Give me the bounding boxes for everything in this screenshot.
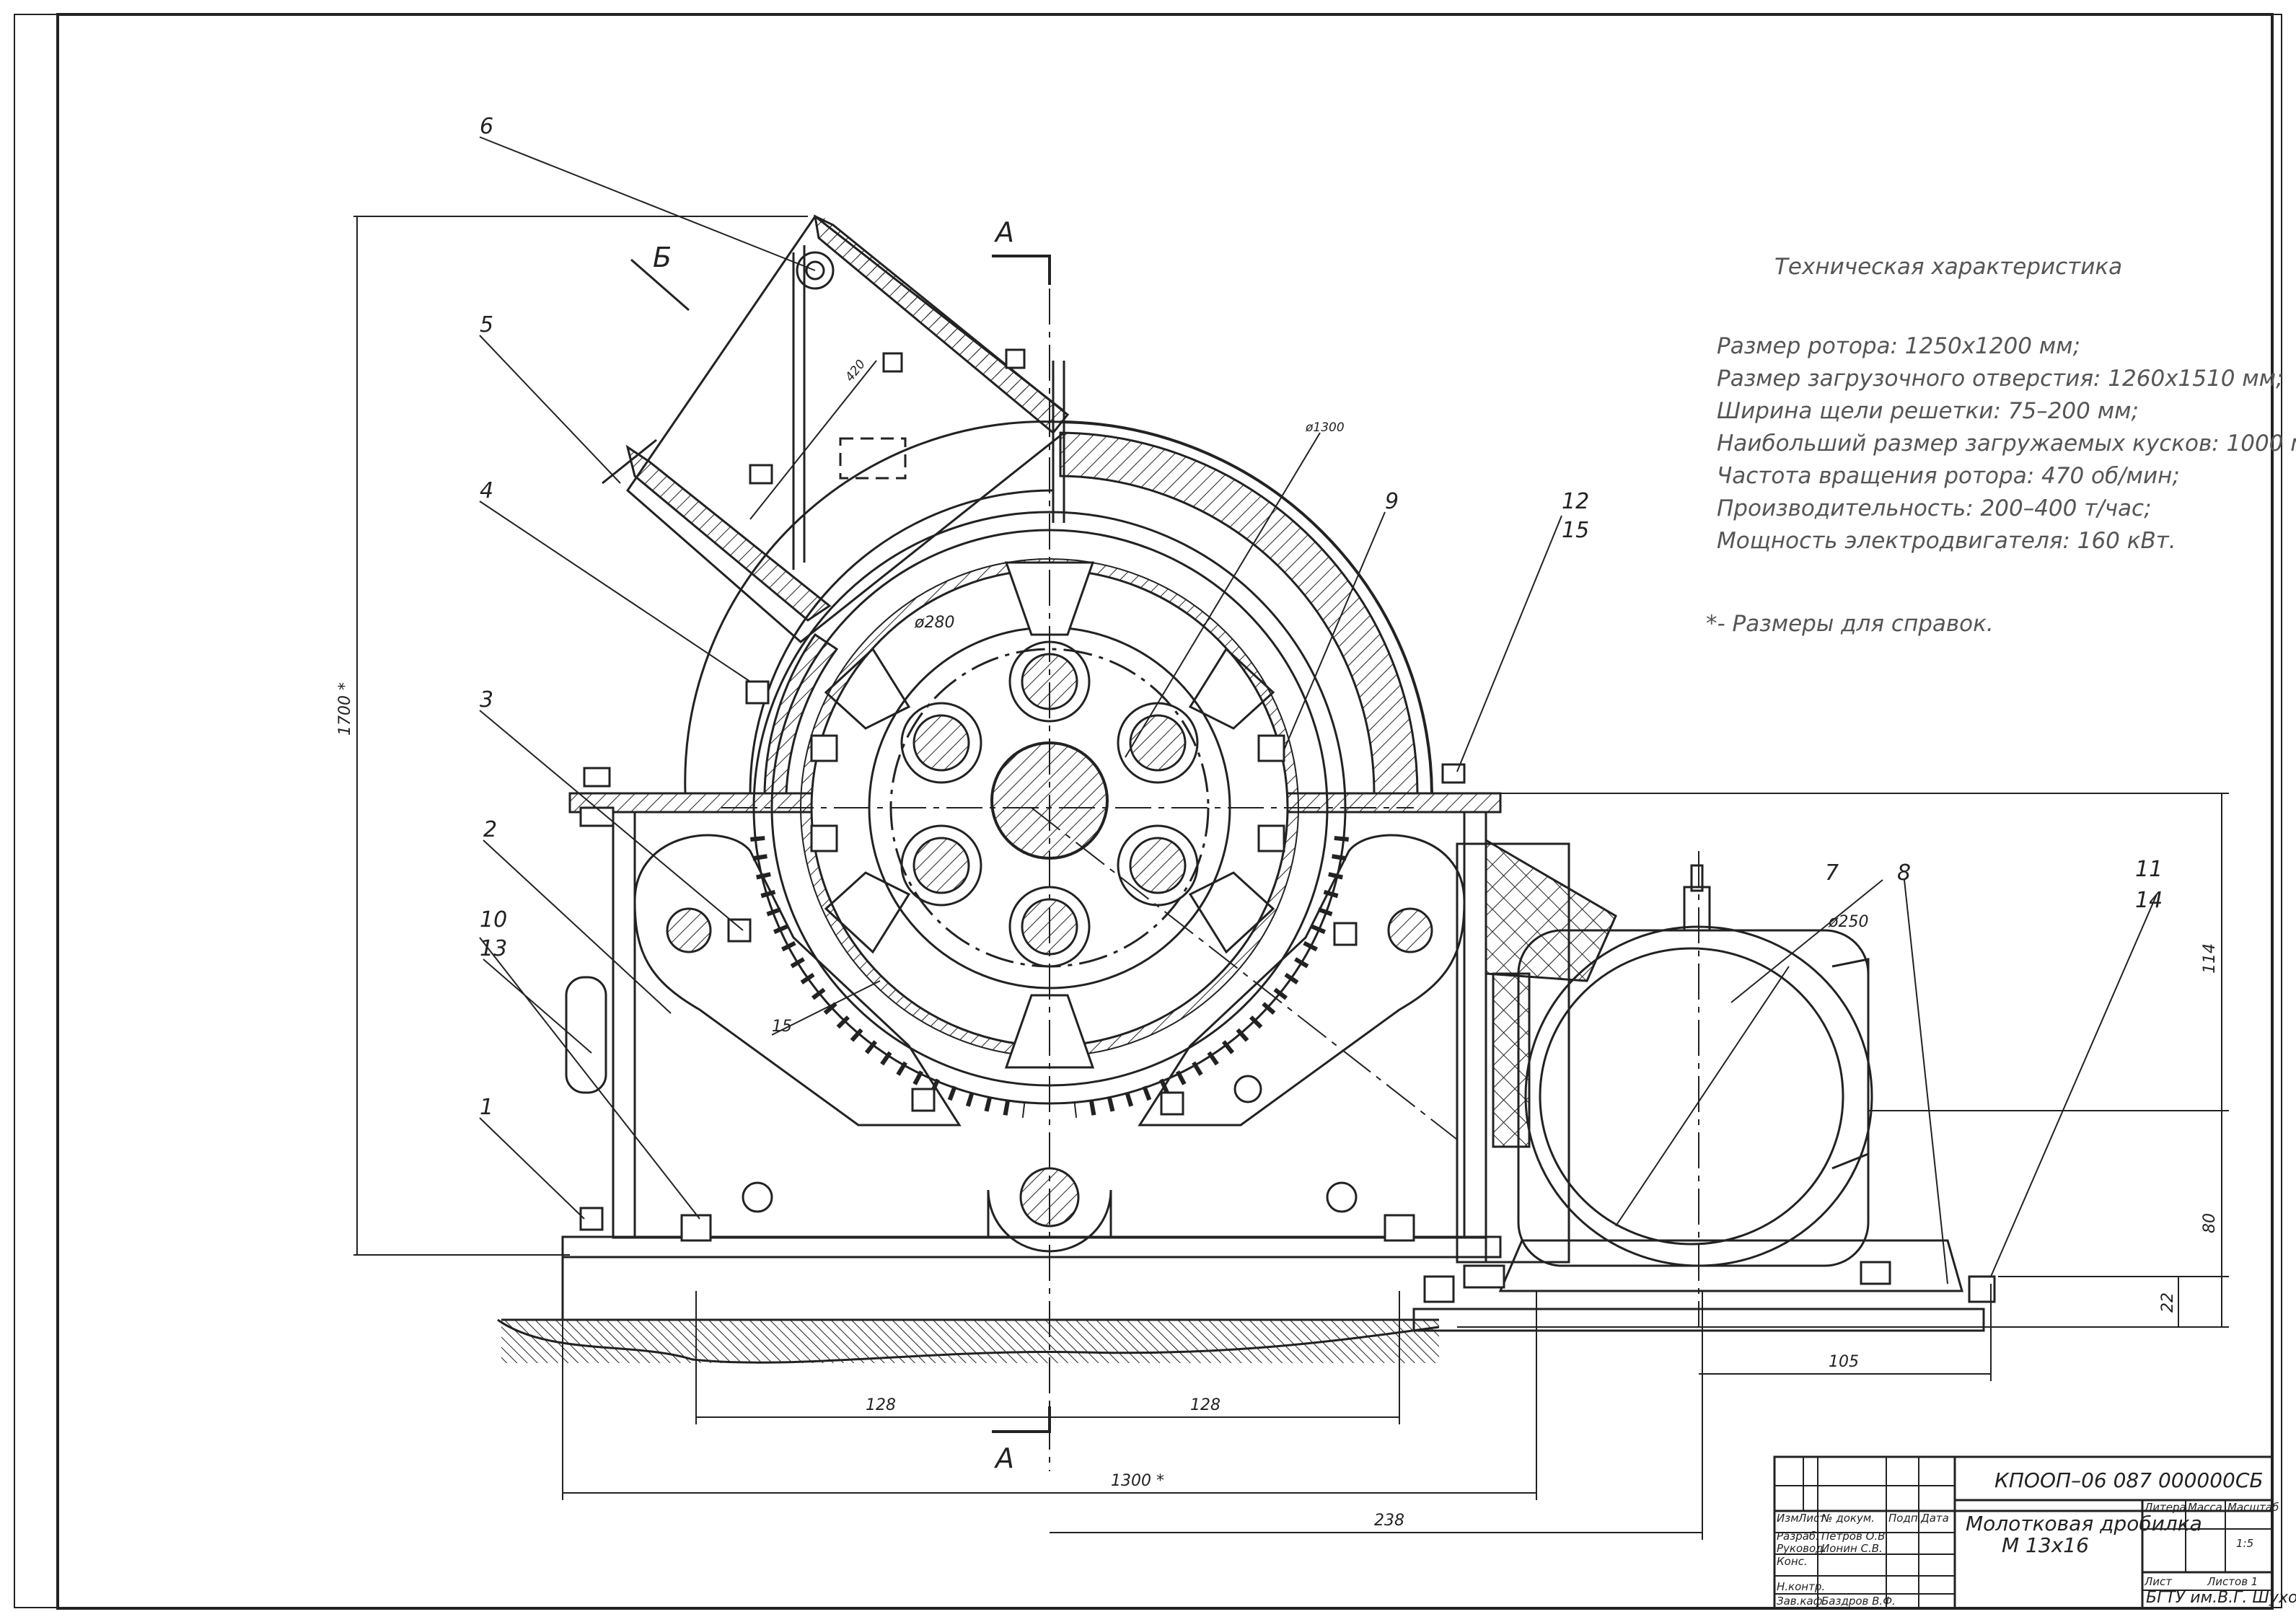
label-4: 4 [480,478,493,503]
stamp-row-konsult: Конс. [1777,1555,1808,1568]
dim-128-left: 128 [866,1396,896,1414]
label-5: 5 [480,312,493,338]
fastener-bolts [579,348,1996,1303]
dim-80: 80 [2201,1213,2219,1233]
inner-frame [56,13,2274,1610]
stamp-row-nkontr: Н.контр. [1777,1580,1825,1593]
tech-spec-1: Размер ротора: 1250х1200 мм; [1717,333,2080,359]
label-12: 12 [1562,489,1589,514]
stamp-name-zavkaf: Баздров В.Ф. [1821,1595,1896,1608]
dim-105: 105 [1829,1353,1859,1371]
leader-lines [479,136,2158,1284]
stamp-h-litera: Литера [2144,1501,2186,1514]
stamp-col-podp: Подп. [1888,1512,1921,1525]
label-2: 2 [483,817,497,842]
label-8: 8 [1897,860,1911,886]
tech-title: Техническая характеристика [1774,254,2122,280]
part-labels: 6 5 4 3 2 10 13 1 9 12 15 7 8 11 14 15 [480,114,2163,1120]
dim-238: 238 [1374,1512,1404,1530]
foundation [497,1235,1985,1364]
dim-d1300: ø1300 [1305,420,1345,435]
stamp-h-massa: Масса [2188,1501,2222,1514]
dim-1300-width: 1300 * [1111,1472,1164,1490]
stamp-name-line2: М 13х16 [2002,1533,2089,1557]
stamp-col-data: Дата [1920,1512,1949,1525]
dim-114: 114 [2201,943,2219,974]
stamp-h-masshtab: Масштаб [2227,1501,2279,1514]
stamp-scale: 1:5 [2236,1537,2253,1550]
label-6: 6 [480,114,493,139]
stamp-col-ndok: № докум. [1821,1512,1875,1525]
stamp-sheets: Листов 1 [2207,1575,2258,1588]
label-13: 13 [480,936,507,961]
tech-spec-5: Частота вращения ротора: 470 об/мин; [1717,463,2180,489]
stamp-row-zavkaf: Зав.каф. [1777,1595,1826,1608]
tech-spec-6: Производительность: 200–400 т/час; [1717,495,2152,521]
label-14: 14 [2135,888,2163,913]
center-lines [721,288,1699,1471]
dimension-lines [353,216,2229,1540]
label-1: 1 [480,1095,493,1120]
section-markers [630,255,1051,1433]
tech-spec-2: Размер загрузочного отверстия: 1260х1510… [1717,366,2284,392]
label-11: 11 [2135,857,2163,882]
title-block [1773,1455,2274,1610]
stamp-row-razrab: Разраб. [1777,1530,1819,1543]
stamp-name-rukov: Ионин С.В. [1821,1542,1883,1555]
stamp-org: БГТУ им.В.Г. Шухова [2146,1589,2296,1607]
feed-chute [602,212,1070,643]
electric-motor [1456,838,1963,1292]
dim-128-right: 128 [1190,1396,1220,1414]
stamp-doc-code: КПООП–06 087 000000СБ [1994,1468,2264,1492]
stamp-row-rukov: Руковод. [1777,1542,1826,1555]
tech-spec-7: Мощность электродвигателя: 160 кВт. [1717,528,2176,554]
dim-22: 22 [2159,1292,2177,1313]
technical-characteristics: Техническая характеристика Размер ротора… [1706,254,2296,637]
stamp-col-izm: Изм [1777,1512,1799,1525]
label-10: 10 [480,907,507,933]
dim-height-1700: 1700 * [336,682,354,736]
tech-spec-4: Наибольший размер загружаемых кусков: 10… [1717,431,2296,457]
tech-spec-3: Ширина щели решетки: 75–200 мм; [1717,398,2139,424]
stamp-sheet: Лист [2144,1575,2173,1588]
label-7: 7 [1825,860,1839,886]
dim-d280: ø280 [914,614,954,632]
stamp-col-list: Лист [1798,1512,1826,1525]
dim-420: 420 [843,357,868,384]
label-15-bottom: 15 [772,1018,792,1036]
title-block-text: КПООП–06 087 000000СБ Молотковая дробилк… [1777,1468,2296,1608]
dim-d250: ø250 [1828,913,1868,931]
section-a-bottom: А [993,1442,1014,1474]
label-3: 3 [480,687,493,713]
view-b: Б [653,242,672,273]
tech-note: *- Размеры для справок. [1706,611,1994,637]
section-a-top: А [993,216,1014,248]
stamp-name-razrab: Петров О.В. [1821,1530,1888,1543]
label-15-top: 15 [1562,518,1589,543]
label-9: 9 [1385,489,1399,514]
stamp-name-line1: Молотковая дробилка [1966,1512,2202,1535]
